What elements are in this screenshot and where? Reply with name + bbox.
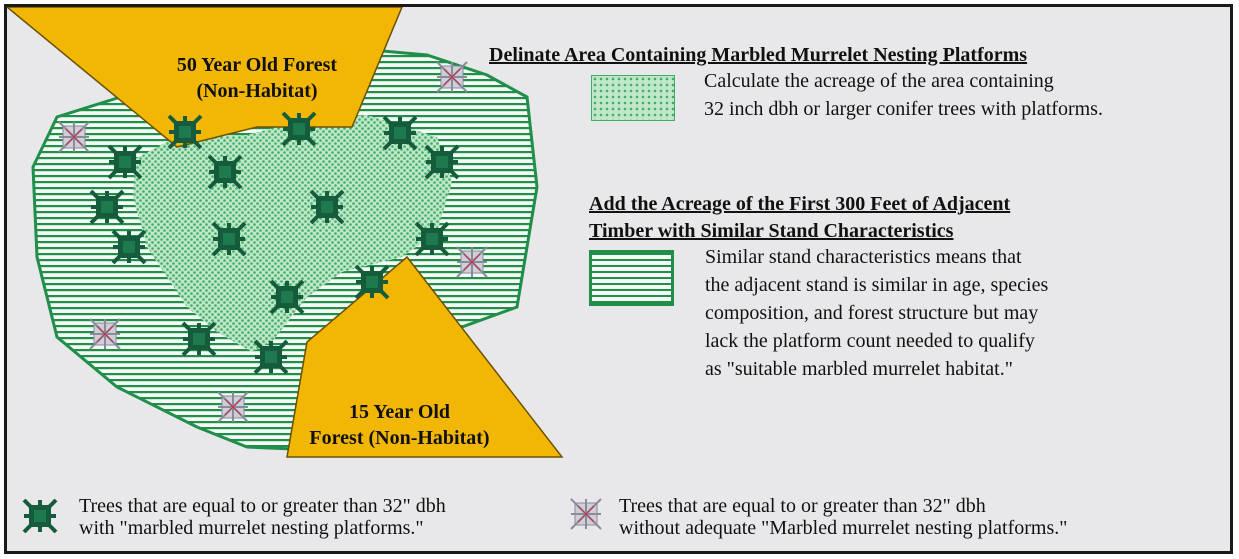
nesting-platform-area <box>133 115 452 352</box>
adjacent-text-4: lack the platform count needed to qualif… <box>705 330 1035 352</box>
forest-15-line2: Forest (Non-Habitat) <box>309 427 490 449</box>
delineate-text-1: Calculate the acreage of the area contai… <box>704 70 1054 92</box>
forest-50-label: 50 Year Old Forest (Non-Habitat) <box>137 52 377 104</box>
legend-with-platforms-line2: with "marbled murrelet nesting platforms… <box>79 517 424 539</box>
forest-50-line1: 50 Year Old Forest <box>176 54 338 76</box>
adjacent-text-2: the adjacent stand is similar in age, sp… <box>705 274 1049 296</box>
legend-with-platforms-line1: Trees that are equal to or greater than … <box>79 495 446 517</box>
adjacent-heading-1: Add the Acreage of the First 300 Feet of… <box>589 193 1011 215</box>
adjacent-text-1: Similar stand characteristics means that <box>705 246 1022 268</box>
forest-50-line2: (Non-Habitat) <box>196 80 318 102</box>
habitat-map <box>7 7 602 534</box>
forest-15-label: 15 Year Old Forest (Non-Habitat) <box>307 399 492 451</box>
adjacent-text-3: composition, and forest structure but ma… <box>705 302 1039 324</box>
delineate-text-2: 32 inch dbh or larger conifer trees with… <box>704 98 1103 120</box>
forest-15-wedge <box>286 255 564 458</box>
crosshatch-swatch <box>591 75 675 121</box>
stripe-swatch <box>589 250 674 306</box>
adjacent-heading-2: Timber with Similar Stand Characteristic… <box>589 220 954 242</box>
delineate-heading: Delinate Area Containing Marbled Murrele… <box>489 44 1028 66</box>
adjacent-text-5: as "suitable marbled murrelet habitat." <box>705 358 1013 380</box>
legend-without-platforms-line2: without adequate "Marbled murrelet nesti… <box>619 517 1068 539</box>
diagram-frame: 50 Year Old Forest (Non-Habitat) 15 Year… <box>4 4 1233 554</box>
legend-without-platforms-line1: Trees that are equal to or greater than … <box>619 495 986 517</box>
legend-without-platforms: Trees that are equal to or greater than … <box>619 495 1067 539</box>
forest-15-line1: 15 Year Old <box>348 401 451 423</box>
legend-with-platforms: Trees that are equal to or greater than … <box>79 495 446 539</box>
